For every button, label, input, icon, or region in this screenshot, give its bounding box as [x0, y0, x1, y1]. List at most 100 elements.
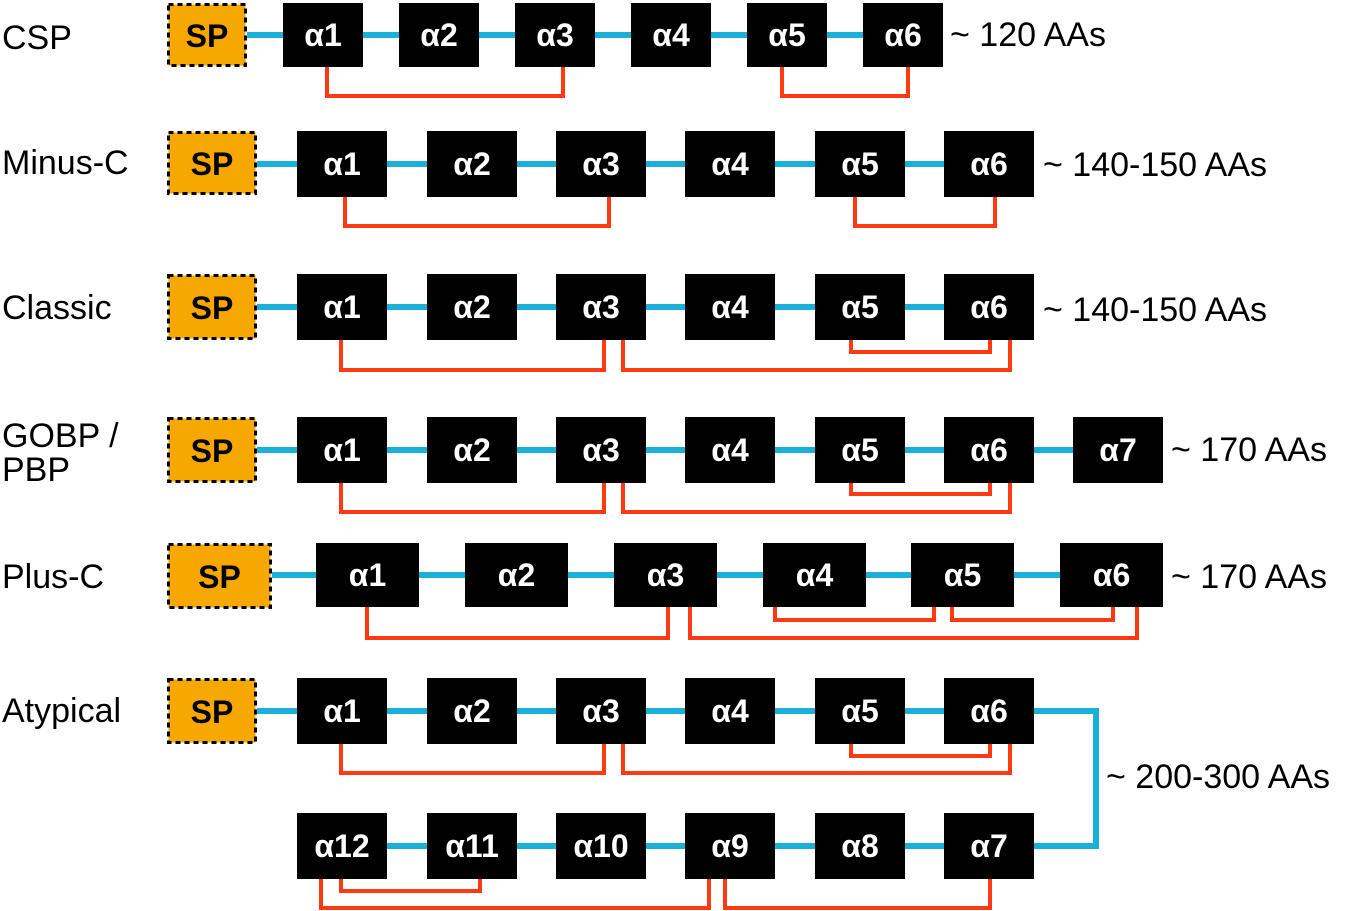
helix-box-rect: [944, 813, 1034, 879]
helix-label: α4: [711, 693, 749, 729]
helix-label: α3: [647, 557, 684, 593]
disulfide-bond-0-1: [780, 67, 910, 98]
helix-box: α7: [944, 813, 1034, 879]
disulfide-bond-3-1: [621, 483, 1012, 514]
helix-box-rect: [427, 813, 517, 879]
helix-label: α12: [314, 828, 369, 864]
disulfide-bond-5-second-1: [723, 879, 992, 910]
helix-box: α9: [685, 813, 775, 879]
helix-box-rect: [944, 678, 1034, 744]
row-label-minus-c: Minus-C: [2, 144, 129, 182]
helix-box-rect: [747, 3, 827, 67]
helix-label: α1: [349, 557, 386, 593]
signal-peptide-box: SP: [167, 678, 257, 744]
helix-box: α8: [815, 813, 905, 879]
helix-box: α1: [297, 678, 387, 744]
row-label-gobp-pbp: GOBP / PBP: [2, 417, 119, 489]
disulfide-bond-3-0: [339, 483, 606, 514]
helix-box: α3: [614, 543, 717, 607]
helix-box-rect: [1073, 417, 1163, 483]
disulfide-bonds-layer: [319, 67, 1139, 910]
helix-box: α6: [1060, 543, 1163, 607]
helix-label: α2: [453, 693, 490, 729]
signal-peptide-rect: [167, 131, 257, 195]
helix-label: α7: [970, 828, 1007, 864]
signal-peptide-box: SP: [167, 543, 272, 609]
signal-peptide-rect: [167, 417, 257, 483]
signal-peptide-label: SP: [191, 146, 234, 182]
signal-peptide-label: SP: [191, 290, 234, 326]
helix-box-rect: [297, 678, 387, 744]
helix-box: α1: [297, 274, 387, 340]
helix-box: α6: [944, 131, 1034, 197]
linker-wrap-connector: [1034, 708, 1099, 849]
helix-label: α6: [970, 289, 1007, 325]
helix-box-rect: [685, 417, 775, 483]
disulfide-bond-4-3: [950, 607, 1115, 622]
helix-label: α3: [582, 693, 619, 729]
helix-box-rect: [556, 274, 646, 340]
helix-label: α6: [970, 693, 1007, 729]
helix-box: α4: [631, 3, 711, 67]
helix-box: α5: [815, 131, 905, 197]
helix-box: α2: [427, 274, 517, 340]
helix-box-rect: [944, 274, 1034, 340]
disulfide-bond-2-1: [621, 340, 1012, 372]
helix-box: α6: [944, 417, 1034, 483]
signal-peptide-box: SP: [167, 417, 257, 483]
signal-peptide-rect: [167, 678, 257, 744]
helix-box: α4: [763, 543, 866, 607]
helix-label: α2: [453, 289, 490, 325]
helix-box-rect: [297, 417, 387, 483]
signal-peptide-label: SP: [198, 559, 241, 595]
helix-label: α4: [652, 17, 690, 53]
helix-box: α6: [944, 274, 1034, 340]
helix-box: α3: [556, 678, 646, 744]
helix-box: α4: [685, 131, 775, 197]
helix-box-rect: [815, 678, 905, 744]
helix-box: α6: [944, 678, 1034, 744]
helix-box: α4: [685, 678, 775, 744]
helix-box: α11: [427, 813, 517, 879]
helix-box-rect: [427, 417, 517, 483]
disulfide-bond-5-2: [849, 744, 992, 758]
disulfide-bond-3-2: [849, 483, 992, 496]
length-label-atypical: ~ 200-300 AAs: [1106, 758, 1331, 796]
helix-label: α6: [884, 17, 921, 53]
helix-box-rect: [297, 131, 387, 197]
helix-label: α5: [768, 17, 805, 53]
helix-label: α9: [711, 828, 748, 864]
helix-box: α6: [863, 3, 943, 67]
helix-box-rect: [297, 813, 387, 879]
helix-box-rect: [427, 678, 517, 744]
helix-box: α5: [815, 417, 905, 483]
helix-label: α1: [323, 289, 360, 325]
signal-peptide-box: SP: [167, 131, 257, 195]
helix-box-rect: [515, 3, 595, 67]
disulfide-bond-1-1: [853, 197, 997, 228]
signal-peptide-rect: [167, 543, 272, 609]
helix-box-rect: [815, 131, 905, 197]
helix-box: α12: [297, 813, 387, 879]
helix-box: α5: [911, 543, 1014, 607]
helix-label: α1: [323, 146, 360, 182]
signal-peptide-box: SP: [167, 3, 247, 67]
helix-label: α1: [304, 17, 341, 53]
helix-label: α10: [573, 828, 628, 864]
helix-label: α1: [323, 432, 360, 468]
helix-box-rect: [815, 417, 905, 483]
helix-label: α2: [420, 17, 457, 53]
helix-box-rect: [863, 3, 943, 67]
disulfide-bond-0-0: [325, 67, 565, 98]
helix-box-rect: [631, 3, 711, 67]
helix-label: α3: [582, 289, 619, 325]
signal-peptide-label: SP: [191, 694, 234, 730]
helix-label: α6: [970, 146, 1007, 182]
helix-box: α1: [297, 417, 387, 483]
helix-box-rect: [685, 274, 775, 340]
helix-box-rect: [283, 3, 363, 67]
helix-label: α3: [536, 17, 573, 53]
helix-label: α3: [582, 432, 619, 468]
